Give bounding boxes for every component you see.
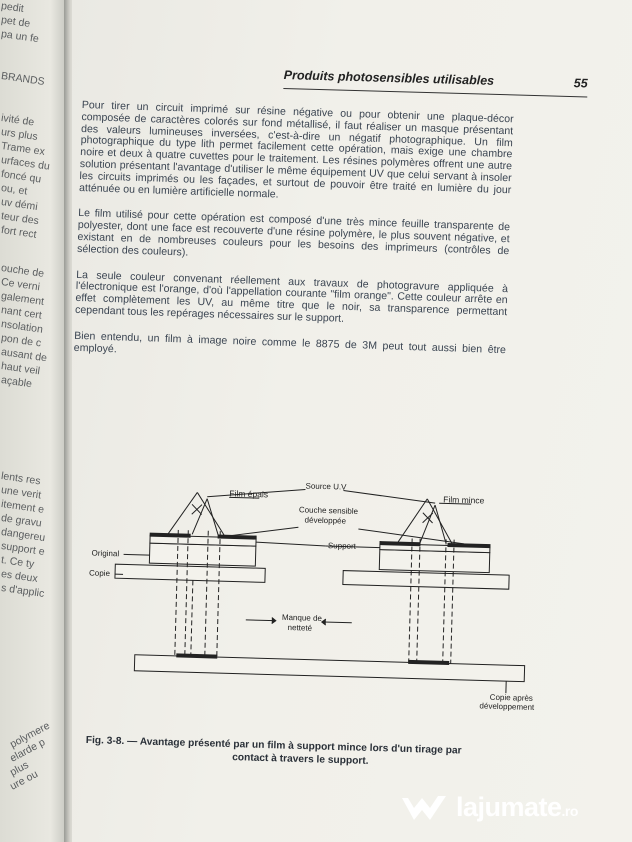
projection-line <box>450 539 455 664</box>
left-sensitive-layer <box>217 534 257 540</box>
developed-copy-plate <box>133 654 526 683</box>
label-sharpness: netteté <box>287 623 313 633</box>
label-support: Support <box>327 541 357 551</box>
label-original: Original <box>91 548 120 559</box>
projection-line <box>442 539 447 664</box>
right-film-support <box>379 543 491 554</box>
label-uv-source: Source U.V <box>305 481 347 492</box>
projection-line <box>174 529 179 656</box>
sharpness-arrow <box>245 619 274 622</box>
projection-line <box>184 530 189 657</box>
left-page-line: BRANDS <box>0 70 46 88</box>
developed-copy-mark <box>176 653 218 659</box>
paragraph: Pour tirer un circuit imprimé sur résine… <box>78 99 514 201</box>
uv-source-mark <box>191 504 203 515</box>
label-sensitive-layer: Couche sensible <box>298 505 359 516</box>
paragraph: Bien entendu, un film à image noire comm… <box>73 329 507 356</box>
paragraph: Le film utilisé pour cette opération est… <box>76 207 511 259</box>
watermark-brand: lajumate <box>456 792 562 822</box>
paragraph: La seule couleur convenant réellement au… <box>74 268 509 325</box>
right-sensitive-layer <box>447 542 491 549</box>
uv-ray <box>167 492 198 534</box>
arrow-head <box>320 618 327 626</box>
projection-line <box>190 580 194 657</box>
figure-3-8: Film épais Source U.V Film mince Couche … <box>89 468 580 731</box>
uv-source-mark <box>422 512 434 524</box>
projection-line <box>408 538 413 663</box>
page-number: 55 <box>573 76 588 91</box>
leader-line <box>325 545 380 549</box>
arrow-head <box>271 617 277 624</box>
figure-diagram <box>114 488 526 694</box>
watermark-tld: .ro <box>561 803 579 819</box>
uv-ray <box>206 498 219 536</box>
leader-line <box>255 541 326 547</box>
header-title: Produits photosensibles utilisables <box>283 67 495 88</box>
book-page: Produits photosensibles utilisables 55 P… <box>72 0 632 842</box>
leader-line <box>232 526 299 536</box>
leader-line <box>358 528 465 545</box>
right-copy-plate <box>342 570 510 590</box>
uv-ray <box>419 504 436 543</box>
uv-ray <box>434 504 447 544</box>
lajumate-logo-icon <box>402 796 446 820</box>
uv-ray <box>196 492 225 536</box>
leader-line <box>343 490 436 504</box>
projection-line <box>416 538 421 663</box>
label-sensitive-layer: développée <box>304 515 347 526</box>
label-sharpness: Manque de <box>281 612 323 623</box>
label-copy: Copie <box>88 568 111 579</box>
body-text: Pour tirer un circuit imprimé sur résine… <box>73 99 514 383</box>
uv-ray <box>191 498 208 535</box>
watermark-text: lajumate.ro <box>456 792 578 823</box>
figure-caption: Fig. 3-8. — Avantage présenté par un fil… <box>85 734 516 772</box>
projection-line <box>204 530 209 657</box>
sharpness-arrow <box>323 621 352 624</box>
right-sensitive-layer <box>379 541 421 547</box>
running-header: Produits photosensibles utilisables 55 <box>283 66 588 98</box>
leader-line <box>229 496 260 499</box>
watermark: lajumate.ro <box>400 786 632 836</box>
label-film-thin: Film mince <box>443 494 485 506</box>
label-copy-after: développement <box>479 701 535 712</box>
right-original-plate <box>378 549 491 574</box>
label-film-thick: Film épais <box>229 488 269 500</box>
developed-copy-mark <box>408 659 450 666</box>
projection-line <box>216 531 221 658</box>
leader-line <box>439 502 472 505</box>
left-original-plate <box>148 542 257 567</box>
left-sensitive-layer <box>149 532 191 538</box>
left-copy-plate <box>114 563 266 583</box>
leader-line <box>123 553 150 556</box>
leader-line <box>207 488 306 498</box>
